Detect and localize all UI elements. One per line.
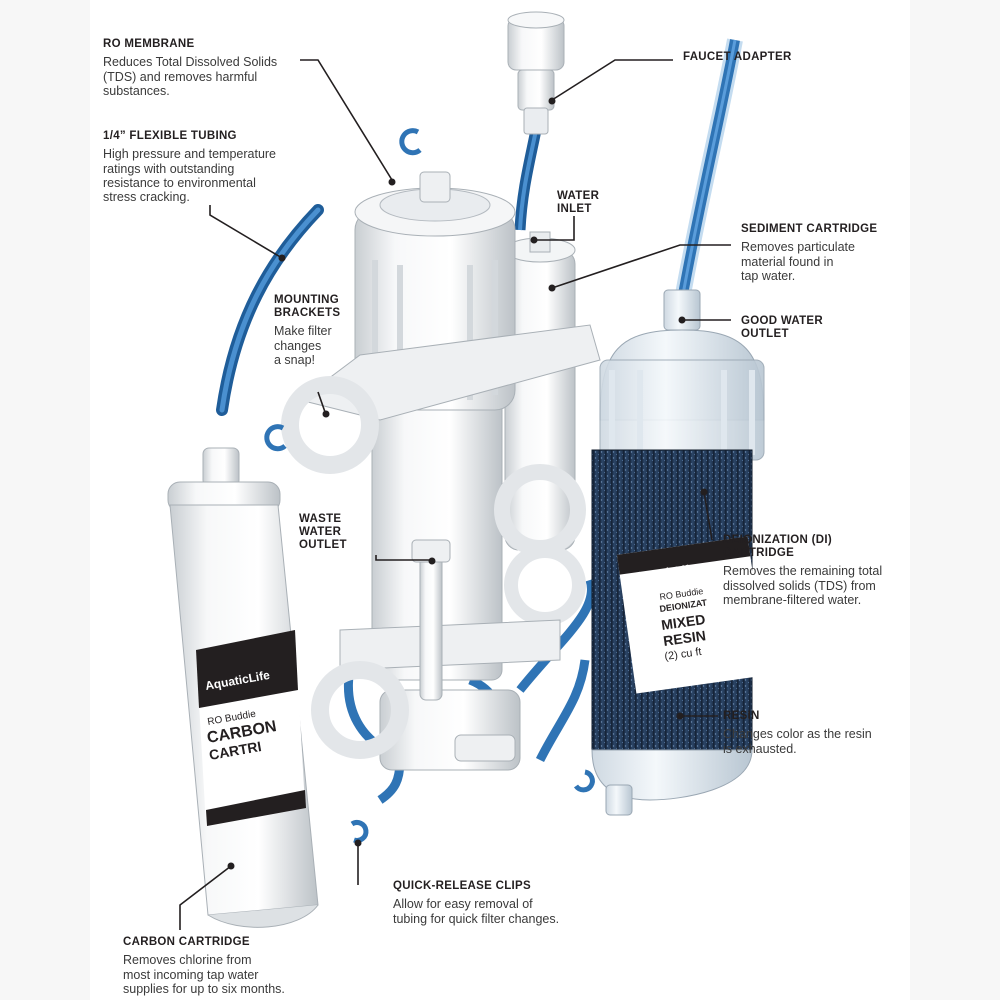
ro-membrane-title: RO MEMBRANE xyxy=(103,38,195,50)
waste-water-outlet-title: WASTE WATER OUTLET xyxy=(299,513,347,552)
di-cartridge xyxy=(591,289,768,816)
callout-sediment-cartridge: SEDIMENT CARTRIDGE Removes particulate m… xyxy=(741,223,911,283)
callout-quick-release-clips: QUICK-RELEASE CLIPS Allow for easy remov… xyxy=(393,880,603,926)
flexible-tubing-title: 1/4” FLEXIBLE TUBING xyxy=(103,130,237,142)
callout-water-inlet: WATER INLET xyxy=(557,190,627,216)
callout-good-water-outlet: GOOD WATER OUTLET xyxy=(741,315,881,341)
waste-water-valve xyxy=(411,539,516,762)
carbon-cartridge-desc: Removes chlorine from most incoming tap … xyxy=(123,953,285,996)
callout-carbon-cartridge: CARBON CARTRIDGE Removes chlorine from m… xyxy=(123,936,333,996)
di-line5-text: (2) cu ft xyxy=(664,646,703,663)
sediment-cartridge-title: SEDIMENT CARTRIDGE xyxy=(741,223,878,235)
callout-faucet-adapter: FAUCET ADAPTER xyxy=(683,51,833,64)
resin-title: RESIN xyxy=(723,710,760,722)
good-water-outlet-title: GOOD WATER OUTLET xyxy=(741,315,824,341)
di-line3-text: MIXED xyxy=(660,611,706,633)
carbon-cartridge-title: CARBON CARTRIDGE xyxy=(123,936,250,948)
carbon-cartridge xyxy=(167,447,319,928)
faucet-adapter xyxy=(507,11,565,135)
right-backdrop xyxy=(910,0,1000,1000)
left-backdrop xyxy=(0,0,90,1000)
leader-lines xyxy=(179,59,731,930)
inlet-tubing xyxy=(514,128,542,231)
di-label-text: AquaticLife RO Buddie DEIONIZAT MIXED RE… xyxy=(635,563,708,663)
outlet-tubing xyxy=(674,38,743,302)
quick-release-clips-desc: Allow for easy removal of tubing for qui… xyxy=(393,897,560,926)
carbon-product-label xyxy=(196,630,306,826)
di-cartridge-desc: Removes the remaining total dissolved so… xyxy=(723,564,883,608)
callout-flexible-tubing: 1/4” FLEXIBLE TUBING High pressure and t… xyxy=(103,130,303,205)
ro-membrane-desc: Reduces Total Dissolved Solids (TDS) and… xyxy=(103,55,278,98)
callout-resin: RESIN Changes color as the resin is exha… xyxy=(723,710,903,756)
sediment-cartridge-desc: Removes particulate material found in ta… xyxy=(741,240,855,283)
water-inlet-title: WATER INLET xyxy=(557,190,600,216)
callout-waste-water-outlet: WASTE WATER OUTLET xyxy=(299,513,379,553)
di-line4-text: RESIN xyxy=(662,627,707,649)
callout-ro-membrane: RO MEMBRANE Reduces Total Dissolved Soli… xyxy=(103,38,303,98)
mounting-brackets-title: MOUNTING BRACKETS xyxy=(274,294,341,320)
mounting-brackets xyxy=(281,324,601,759)
callout-mounting-brackets: MOUNTING BRACKETS Make filter changes a … xyxy=(274,294,364,368)
quick-release-clips-title: QUICK-RELEASE CLIPS xyxy=(393,880,531,892)
callout-di-cartridge: DEIONIZATION (DI) CARTRIDGE Removes the … xyxy=(723,534,908,608)
resin-desc: Changes color as the resin is exhausted. xyxy=(723,727,872,756)
di-cartridge-title: DEIONIZATION (DI) CARTRIDGE xyxy=(723,534,833,560)
flexible-tubing-desc: High pressure and temperature ratings wi… xyxy=(103,147,277,205)
mounting-brackets-desc: Make filter changes a snap! xyxy=(274,324,332,368)
flexible-tubing-loose xyxy=(216,204,324,416)
faucet-adapter-title: FAUCET ADAPTER xyxy=(683,51,792,63)
di-product-label xyxy=(616,536,768,694)
